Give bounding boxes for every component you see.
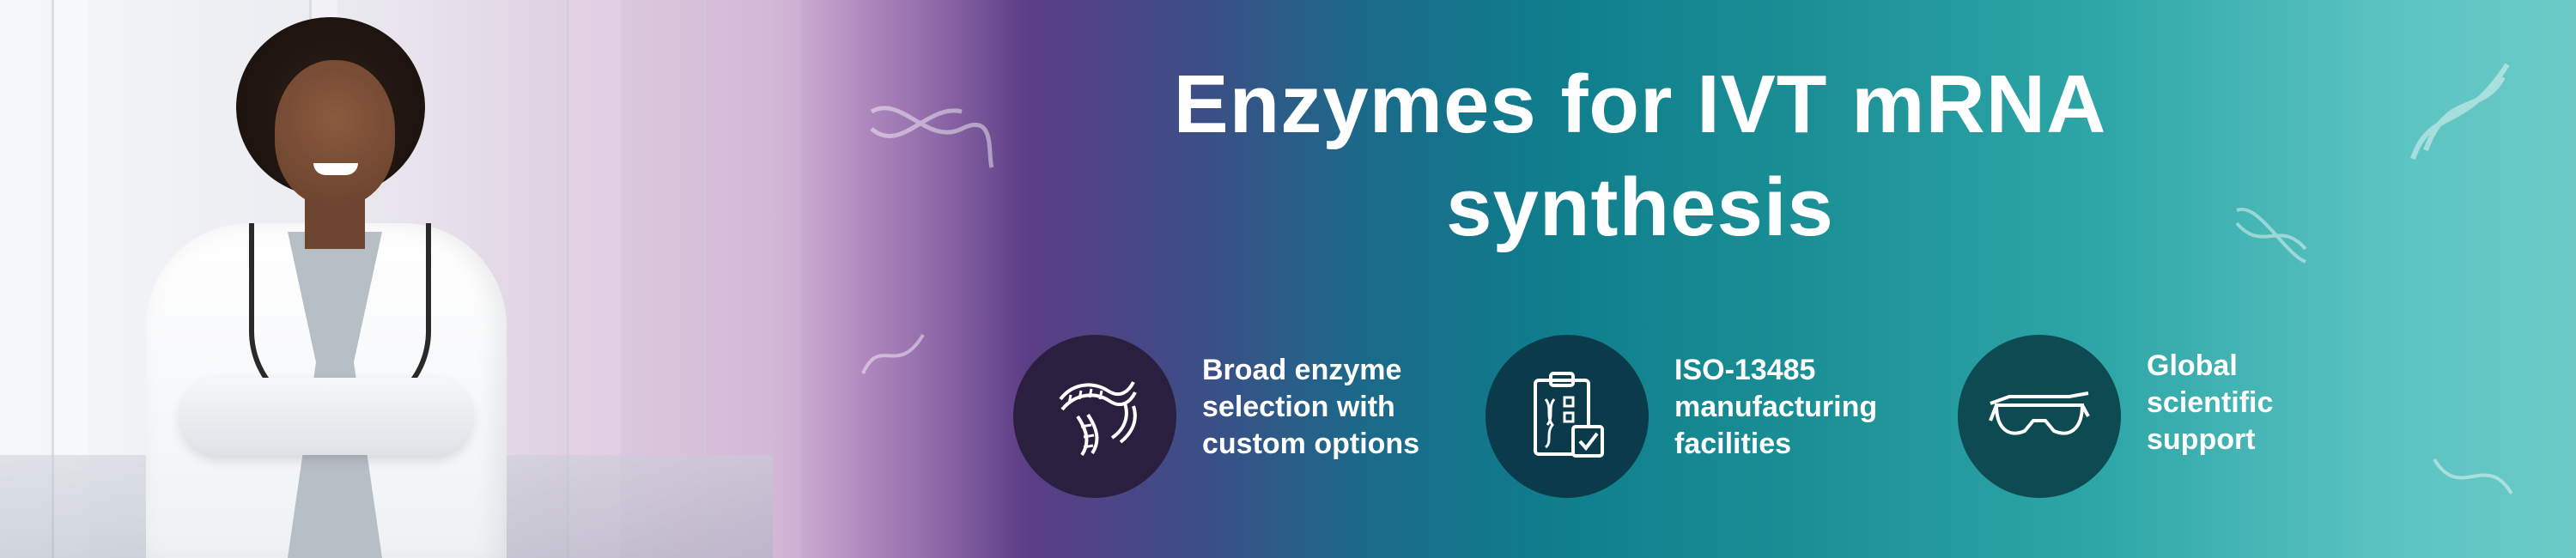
feature-label: Broad enzyme selection with custom optio… (1202, 352, 1477, 463)
feature-label: ISO-13485 manufacturing facilities (1674, 352, 1949, 463)
feature-line: facilities (1674, 428, 1792, 460)
feature-line: Broad enzyme (1202, 354, 1402, 386)
doctor-photo (146, 9, 507, 558)
title-line-1: Enzymes for IVT mRNA (1173, 58, 2107, 150)
feature-line: ISO-13485 (1674, 354, 1816, 386)
helix-decoration-icon (2433, 458, 2513, 495)
dna-strand-icon (1013, 335, 1176, 498)
helix-decoration-icon (870, 106, 994, 168)
helix-decoration-icon (2410, 63, 2510, 160)
smile (313, 163, 358, 175)
feature-line: scientific (2147, 386, 2274, 419)
title-line-2: synthesis (1446, 161, 1834, 253)
features-row: Broad enzyme selection with custom optio… (1013, 331, 2353, 502)
feature-line: support (2147, 423, 2256, 456)
feature-line: Global (2147, 349, 2238, 382)
banner-title: Enzymes for IVT mRNA synthesis (1013, 53, 2267, 259)
clipboard-checklist-icon (1485, 335, 1649, 498)
feature-line: manufacturing (1674, 391, 1878, 423)
feature-line: custom options (1202, 428, 1420, 460)
face (275, 60, 395, 206)
helix-decoration-icon (861, 333, 925, 374)
feature-line: selection with (1202, 391, 1395, 423)
crossed-arms (180, 378, 472, 455)
helix-decoration-icon (2235, 207, 2307, 264)
feature-label: Global scientific support (2147, 348, 2421, 458)
safety-goggles-icon (1958, 335, 2121, 498)
